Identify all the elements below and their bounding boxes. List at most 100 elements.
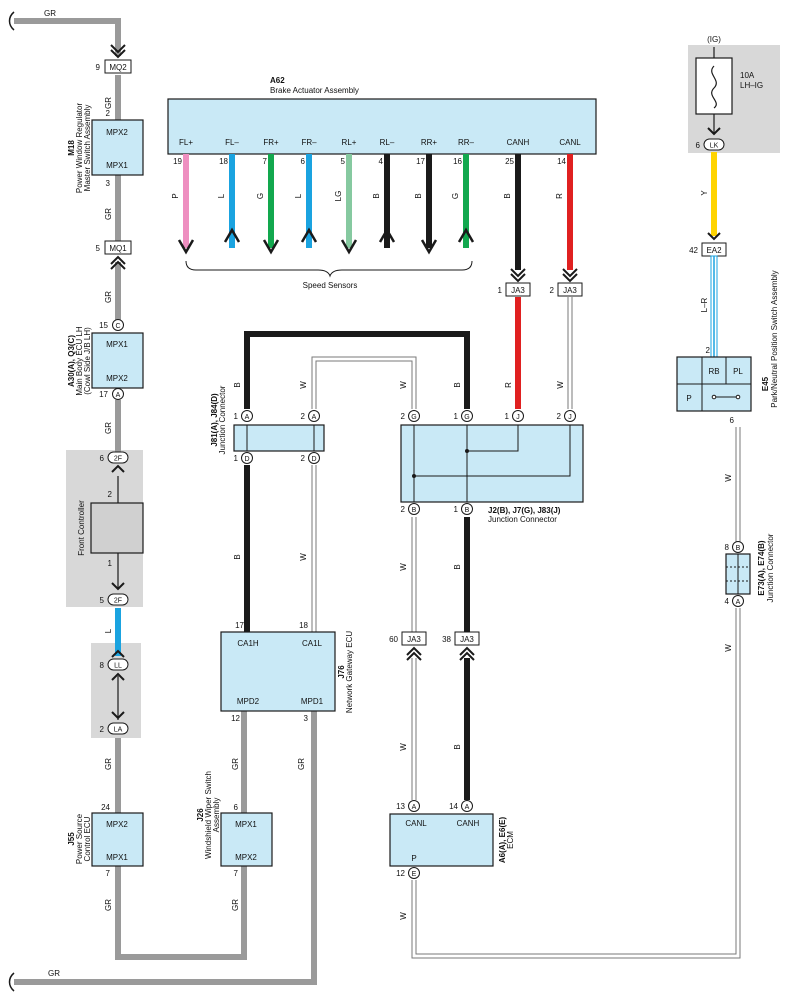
j2-code: J2(B), J7(G), J83(J) xyxy=(488,506,561,515)
j81-name: Junction Connector xyxy=(218,385,227,454)
j2-pin-j2: 2 xyxy=(557,412,562,421)
mq2-box xyxy=(104,59,132,74)
wire-label-gr-1: GR xyxy=(104,97,113,109)
ja3-canl-box xyxy=(557,282,583,297)
wire-label-b-j81: B xyxy=(233,382,242,387)
j2-pin-j2-letter: J xyxy=(568,414,572,421)
j2-internal-white xyxy=(413,425,571,502)
j55-box xyxy=(91,812,144,867)
a62-wire-label: P xyxy=(171,193,180,198)
a62-pin-number: 19 xyxy=(173,157,182,166)
white-wire-loop-inner xyxy=(312,357,416,409)
a62-wire-label: L xyxy=(217,193,226,198)
la-label: LA xyxy=(114,727,123,734)
l-r-wire xyxy=(710,255,718,358)
e73-pin-b: 8 xyxy=(725,543,730,552)
j81-pin-a2-circle xyxy=(308,410,320,422)
m18-code: M18 xyxy=(67,140,76,156)
e73-pin-a-circle xyxy=(732,595,744,607)
wire-label-gr-6: GR xyxy=(104,899,113,911)
ja3-canl-pin: 2 xyxy=(550,286,555,295)
front-controller-box xyxy=(90,502,144,554)
arrow-down-icon xyxy=(177,239,195,255)
2f-connector-top: 2F 6 xyxy=(100,451,129,473)
m18-master-switch: 2 MPX2 MPX1 3 M18 Power Window Regulator… xyxy=(67,103,144,194)
wire-label-w-j2-down: W xyxy=(399,563,408,571)
j2-junction-dot-black xyxy=(465,449,469,453)
arrow-up-icon xyxy=(457,227,475,243)
j26-box xyxy=(220,812,273,867)
mq1-label: MQ1 xyxy=(109,244,127,253)
la-pill xyxy=(107,722,129,735)
e73-pin-a: 4 xyxy=(725,597,730,606)
m18-name-1: Power Window Regulator xyxy=(75,103,84,194)
arrow-up-icon xyxy=(223,227,241,243)
a30-main-body-ecu: C 15 MPX1 MPX2 A 17 A30(A), Q3(C) Main B… xyxy=(67,319,144,400)
2f-bottom-pill xyxy=(107,593,129,606)
ja3-60-pin: 60 xyxy=(389,635,398,644)
arrow-up-icon xyxy=(378,227,396,243)
a62-pins: FL+19PFL–18LFR+7GFR–6LRL+5LGRL–4BRR+17BR… xyxy=(171,138,581,270)
a62-pin-label: RL– xyxy=(380,138,395,147)
can-wiring xyxy=(244,297,741,959)
speed-sensors-label: Speed Sensors xyxy=(303,281,358,290)
chevron-up-icon xyxy=(111,464,125,473)
wire-label-w-loop: W xyxy=(399,381,408,389)
a30-bottom-label: MPX2 xyxy=(106,374,128,383)
e73-pin-b-letter: B xyxy=(736,545,741,552)
j81-pin-d2-circle xyxy=(308,452,320,464)
m18-top-pin: 2 xyxy=(106,109,111,118)
ig-fuse: (IG) 10A LH–IG LK 6 xyxy=(695,35,763,151)
front-controller-top-pin: 2 xyxy=(108,490,113,499)
ecm-a6: A 13 A 14 CANL CANH P E 12 A6(A), E6(E) … xyxy=(389,800,515,879)
j26-top-pin: 6 xyxy=(234,803,239,812)
mq2-connector: MQ2 9 xyxy=(96,44,132,74)
j76-pin-ca1h: 17 xyxy=(235,621,244,630)
j2-junction-connector: G 2 G 1 J 1 J 2 B 2 B 1 J2(B), J7(G), J8… xyxy=(400,410,584,524)
wire-label-b-j76: B xyxy=(233,554,242,559)
ecm-pin-14: 14 xyxy=(449,802,458,811)
white-wire-ecm-e45 xyxy=(411,608,741,959)
wire-label-w-j2: W xyxy=(556,381,565,389)
j81-junction-connector: A 1 A 2 D 1 D 2 J81(A), J84(D) Junction … xyxy=(210,385,325,464)
j2-pin-j1-letter: J xyxy=(516,414,520,421)
a30-pin-a-letter: A xyxy=(116,392,121,399)
j76-box xyxy=(220,631,336,712)
chevron-down-icon xyxy=(510,268,526,283)
j76-code: J76 xyxy=(337,665,346,679)
e45-pin-top: 2 xyxy=(706,346,711,355)
arrow-down-icon xyxy=(340,239,358,255)
a30-pin-c-letter: C xyxy=(115,323,120,330)
a30-code: A30(A), Q3(C) xyxy=(67,335,76,387)
ecm-pin-12-letter: E xyxy=(412,871,417,878)
e73-code: E73(A), E74(B) xyxy=(757,540,766,595)
2f-bottom-pin: 5 xyxy=(100,596,105,605)
j76-mpd2: MPD2 xyxy=(237,697,260,706)
ecm-pin-14-circle xyxy=(461,800,473,812)
j81-pin-d1-circle xyxy=(241,452,253,464)
a62-wire-label: R xyxy=(555,193,564,199)
j26-wiper-switch: 6 MPX1 MPX2 7 J26 Windshield Wiper Switc… xyxy=(196,771,273,878)
wire-label-w-ecm: W xyxy=(399,743,408,751)
wire-label-gr-3: GR xyxy=(104,291,113,303)
lk-pill xyxy=(703,138,725,151)
a62-box xyxy=(167,98,597,155)
black-wire-loop xyxy=(244,331,470,409)
a62-pin-label: CANH xyxy=(507,138,530,147)
arrow-up-icon xyxy=(300,227,318,243)
gr-wire-top xyxy=(14,18,121,56)
gr-wiring xyxy=(14,18,317,985)
j2-pin-b1: 1 xyxy=(454,505,459,514)
break-mark-top xyxy=(8,11,15,31)
e45-code: E45 xyxy=(761,376,770,391)
a30-name-2: (Cowl Side J/B LH) xyxy=(83,327,92,395)
break-mark-bottom xyxy=(8,972,15,992)
j55-bottom-pin: 7 xyxy=(106,869,111,878)
fuse-icon xyxy=(711,65,717,109)
j2-box xyxy=(400,424,584,503)
j2-pin-j1-circle xyxy=(512,410,524,422)
j26-code: J26 xyxy=(196,808,205,822)
e45-rb: RB xyxy=(708,367,719,376)
ja3-38-box xyxy=(454,631,480,646)
white-wire-ecm-e45-inner xyxy=(412,608,740,958)
